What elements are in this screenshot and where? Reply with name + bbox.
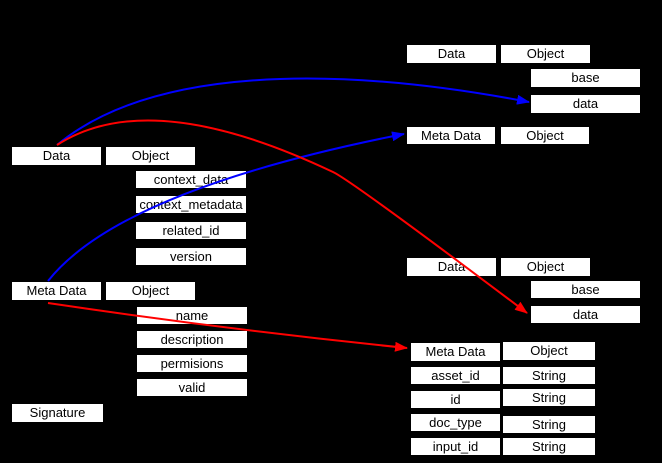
metadata-left-field-description: description — [137, 331, 247, 348]
metadata-left-field-valid: valid — [137, 379, 247, 396]
metadata-bottom-right-field-doc-type: doc_type — [411, 414, 500, 431]
signature-box: Signature — [12, 404, 103, 422]
data-left-type-box: Object — [106, 147, 195, 165]
metadata-bottom-right-field-id: id — [411, 391, 500, 408]
data-left-field-context-metadata: context_metadata — [136, 196, 246, 213]
metadata-bottom-right-field-input-id: input_id — [411, 438, 500, 455]
data-left-title-box: Data — [12, 147, 101, 165]
data-left-field-context-data: context_data — [136, 171, 246, 188]
metadata-top-right-title-box: Meta Data — [407, 127, 495, 144]
metadata-bottom-right-type-input-id: String — [503, 438, 595, 455]
metadata-bottom-right-type-id: String — [503, 389, 595, 406]
metadata-bottom-right-type-asset-id: String — [503, 367, 595, 384]
data-bottom-right-field-base: base — [531, 281, 640, 298]
data-top-right-field-base: base — [531, 69, 640, 87]
data-bottom-right-field-data: data — [531, 306, 640, 323]
metadata-left-title-box: Meta Data — [12, 282, 101, 300]
data-left-field-version: version — [136, 248, 246, 265]
metadata-top-right-type-box: Object — [501, 127, 589, 144]
metadata-bottom-right-title-box: Meta Data — [411, 343, 500, 361]
metadata-left-field-name: name — [137, 307, 247, 324]
data-top-right-type-box: Object — [501, 45, 590, 63]
metadata-bottom-right-field-asset-id: asset_id — [411, 367, 500, 384]
data-top-right-title-box: Data — [407, 45, 496, 63]
metadata-bottom-right-type-box: Object — [503, 342, 595, 360]
metadata-bottom-right-type-doc-type: String — [503, 416, 595, 433]
metadata-left-type-box: Object — [106, 282, 195, 300]
data-bottom-right-title-box: Data — [407, 258, 496, 276]
metadata-left-field-permisions: permisions — [137, 355, 247, 372]
data-bottom-right-type-box: Object — [501, 258, 590, 276]
data-left-field-related-id: related_id — [136, 222, 246, 239]
data-top-right-field-data: data — [531, 95, 640, 113]
